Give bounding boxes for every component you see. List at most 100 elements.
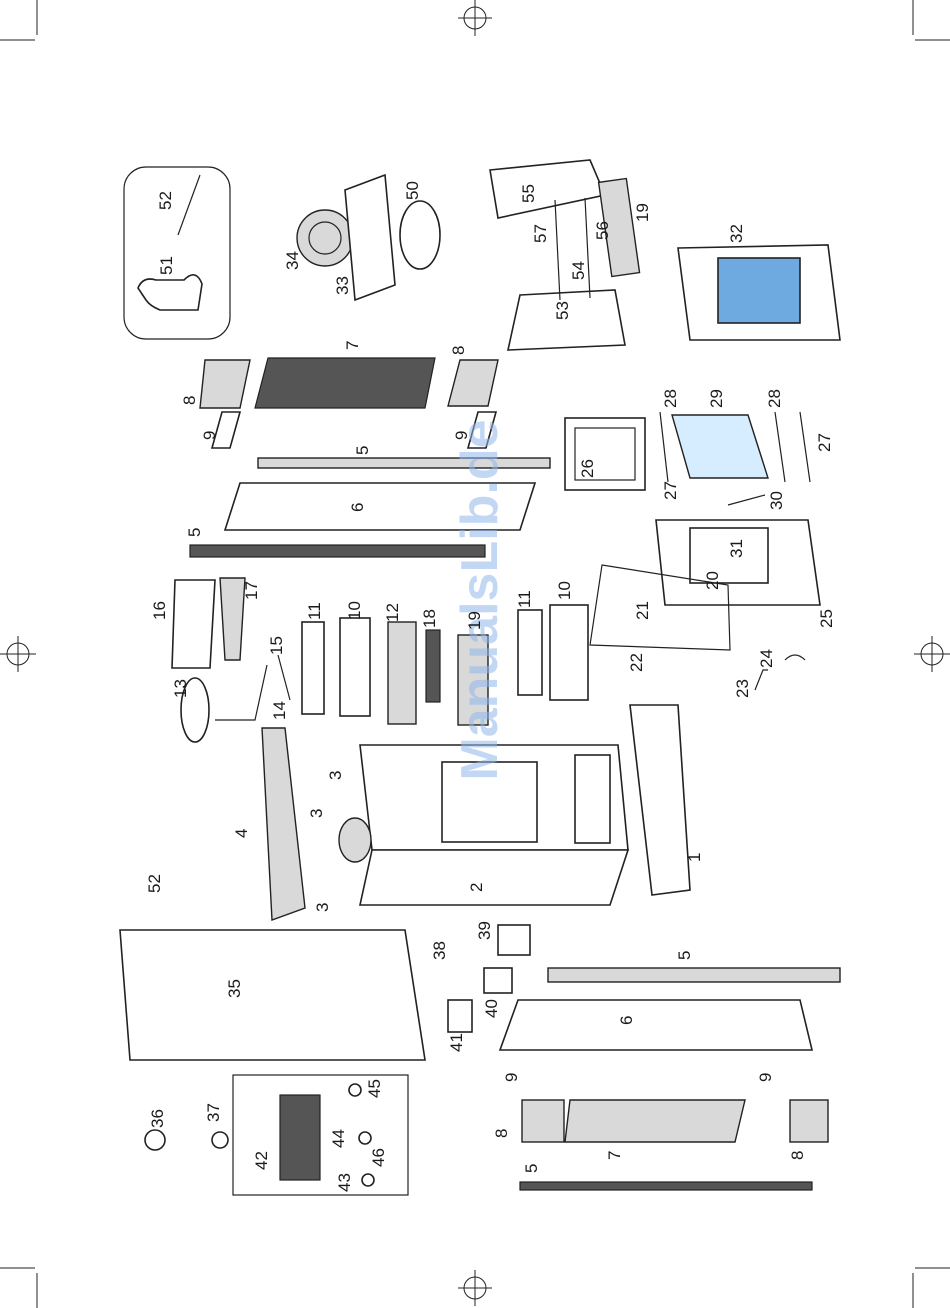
part-18	[426, 630, 440, 702]
part-40	[484, 968, 512, 993]
callout-10: 10	[555, 581, 574, 600]
part-8-left	[200, 360, 250, 408]
glass-group	[565, 412, 810, 490]
callout-46: 46	[369, 1148, 388, 1167]
part-5-lower	[548, 968, 840, 982]
callout-34: 34	[283, 251, 302, 270]
callout-15: 15	[267, 636, 286, 655]
part-50	[400, 201, 440, 269]
callout-57: 57	[531, 224, 550, 243]
poker-part	[178, 175, 200, 235]
part-8-bottom-left	[522, 1100, 564, 1142]
part-34	[297, 210, 353, 266]
part-41	[448, 1000, 472, 1032]
callout-27: 27	[661, 481, 680, 500]
callout-20: 20	[703, 571, 722, 590]
callout-9: 9	[200, 431, 219, 440]
callout-7: 7	[605, 1151, 624, 1160]
callout-28: 28	[661, 389, 680, 408]
callout-56: 56	[593, 221, 612, 240]
callout-8: 8	[180, 396, 199, 405]
callout-30: 30	[767, 491, 786, 510]
callout-41: 41	[447, 1033, 466, 1052]
callout-13: 13	[171, 679, 190, 698]
part-7-bottom	[565, 1100, 745, 1142]
callout-45: 45	[365, 1079, 384, 1098]
part-36	[145, 1130, 165, 1150]
callout-52: 52	[145, 874, 164, 893]
part-8-bottom-right	[790, 1100, 828, 1142]
callout-44: 44	[329, 1129, 348, 1148]
part-42	[280, 1095, 320, 1180]
part-30-handle	[728, 495, 765, 505]
part-37	[212, 1132, 228, 1148]
callout-5: 5	[185, 528, 204, 537]
top-plate-set	[490, 160, 640, 350]
callout-3: 3	[307, 809, 326, 818]
watermark: ManualsLib.de	[451, 419, 509, 780]
part-35	[120, 930, 425, 1060]
callout-2: 2	[467, 883, 486, 892]
callout-5: 5	[522, 1164, 541, 1173]
part-39	[498, 925, 530, 955]
callout-27: 27	[815, 433, 834, 452]
callout-22: 22	[627, 653, 646, 672]
part-33	[345, 175, 395, 300]
part-23	[755, 670, 768, 690]
callout-8: 8	[449, 346, 468, 355]
callout-21: 21	[633, 601, 652, 620]
part-7-top	[255, 358, 435, 408]
callout-24: 24	[757, 649, 776, 668]
callout-28: 28	[765, 389, 784, 408]
part-6-lower	[500, 1000, 812, 1050]
callout-8: 8	[492, 1129, 511, 1138]
callout-6: 6	[348, 503, 367, 512]
callout-39: 39	[475, 921, 494, 940]
callout-51: 51	[157, 256, 176, 275]
part-11-right	[518, 610, 542, 695]
callout-36: 36	[148, 1109, 167, 1128]
callout-25: 25	[817, 609, 836, 628]
callout-11: 11	[515, 590, 534, 608]
callout-6: 6	[617, 1016, 636, 1025]
part-29	[672, 415, 768, 478]
callout-43: 43	[335, 1173, 354, 1192]
part-26	[565, 418, 645, 490]
part-32-glass	[718, 258, 800, 323]
callout-35: 35	[225, 979, 244, 998]
callout-5: 5	[353, 446, 372, 455]
part-8-right	[448, 360, 498, 406]
callout-10: 10	[345, 601, 364, 620]
callout-9: 9	[502, 1073, 521, 1082]
callout-42: 42	[252, 1151, 271, 1170]
callout-32: 32	[727, 224, 746, 243]
callout-14: 14	[270, 701, 289, 720]
callout-37: 37	[204, 1103, 223, 1122]
part-15	[278, 655, 290, 700]
callout-55: 55	[519, 184, 538, 203]
part-11-left	[302, 622, 324, 714]
part-5-bottom	[520, 1182, 812, 1190]
callout-54: 54	[569, 261, 588, 280]
callout-19: 19	[465, 611, 484, 630]
callout-11: 11	[305, 602, 324, 620]
callout-3: 3	[326, 771, 345, 780]
glove-part	[138, 275, 202, 310]
part-10-left	[340, 618, 370, 716]
part-1	[630, 705, 690, 895]
part-12	[388, 622, 416, 724]
callout-3: 3	[313, 903, 332, 912]
callout-7: 7	[343, 341, 362, 350]
callout-26: 26	[578, 459, 597, 478]
callout-5: 5	[675, 951, 694, 960]
callout-52: 52	[156, 191, 175, 210]
part-16	[172, 580, 215, 668]
callout-16: 16	[150, 601, 169, 620]
callout-53: 53	[553, 301, 572, 320]
callout-9: 9	[452, 431, 471, 440]
callout-19: 19	[633, 203, 652, 222]
callout-17: 17	[242, 581, 261, 600]
callout-50: 50	[403, 181, 422, 200]
callout-31: 31	[727, 539, 746, 558]
